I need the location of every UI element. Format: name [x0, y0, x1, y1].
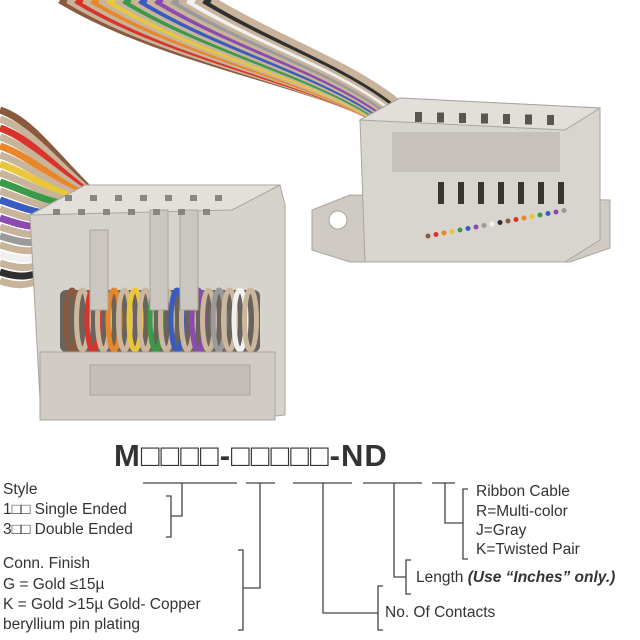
- contact-slot: [547, 115, 554, 125]
- contact-hole: [90, 195, 97, 201]
- pin: [441, 230, 447, 236]
- style-option: 1□□ Single Ended: [3, 501, 127, 518]
- pin: [465, 226, 471, 231]
- left-connector: [29, 184, 286, 421]
- contacts-callout: [322, 483, 383, 631]
- finish-callout: [238, 483, 261, 631]
- contact-slot: [437, 112, 444, 123]
- pin: [545, 211, 551, 216]
- pin: [561, 208, 567, 213]
- right-connector: [311, 97, 611, 263]
- pin: [425, 233, 431, 239]
- cable-heading: Ribbon Cable: [476, 483, 570, 500]
- contact-hole: [103, 209, 110, 215]
- contact-slot: [518, 182, 524, 204]
- contact-hole: [203, 209, 210, 215]
- length-callout: [393, 483, 411, 595]
- pin: [537, 212, 543, 218]
- pin: [457, 227, 463, 233]
- pin: [553, 209, 559, 215]
- contact-hole: [215, 195, 222, 201]
- pin: [489, 221, 495, 227]
- contact-slot: [558, 182, 564, 204]
- contacts-label: No. Of Contacts: [385, 604, 496, 621]
- contact-hole: [128, 209, 135, 215]
- contact-slot: [481, 113, 488, 124]
- style-option: 3□□ Double Ended: [3, 521, 133, 538]
- part-number-template: M□□□□-□□□□□-ND: [114, 438, 388, 473]
- finish-option: K = Gold >15µ Gold- Copper: [3, 596, 201, 613]
- pin: [521, 215, 527, 221]
- contact-slot: [538, 182, 544, 204]
- cable-option: J=Gray: [476, 522, 527, 539]
- cable-option: R=Multi-color: [476, 503, 568, 520]
- contact-slot: [478, 182, 484, 204]
- finish-heading: Conn. Finish: [3, 555, 91, 572]
- style-heading: Style: [3, 481, 38, 498]
- contact-hole: [140, 195, 147, 201]
- pin: [497, 220, 503, 225]
- pin: [529, 214, 535, 219]
- pin: [433, 232, 439, 237]
- contact-slot: [459, 113, 466, 123]
- pin: [481, 223, 487, 228]
- pin: [473, 224, 479, 230]
- contact-hole: [53, 209, 60, 215]
- cable-callout: [444, 483, 468, 560]
- contact-slot: [438, 182, 444, 204]
- contact-hole: [65, 195, 72, 201]
- length-note: (Use “Inches” only.): [467, 569, 616, 586]
- contact-hole: [153, 209, 160, 215]
- contact-hole: [165, 195, 172, 201]
- contact-slot: [415, 112, 422, 122]
- finish-option: G = Gold ≤15µ: [3, 576, 105, 593]
- contact-slot: [503, 114, 510, 124]
- contact-slot: [525, 114, 532, 125]
- pin: [505, 218, 511, 224]
- contact-slot: [458, 182, 464, 204]
- cable-option: K=Twisted Pair: [476, 541, 580, 558]
- finish-option: beryllium pin plating: [3, 616, 140, 633]
- style-callout: [166, 483, 183, 538]
- contact-hole: [190, 195, 197, 201]
- pin: [513, 217, 519, 222]
- contact-hole: [178, 209, 185, 215]
- wire-end: [242, 287, 259, 353]
- contact-slot: [498, 182, 504, 204]
- ribbon-cable-assembly-photo: [0, 0, 611, 421]
- contact-hole: [78, 209, 85, 215]
- pin: [449, 229, 455, 234]
- contact-hole: [115, 195, 122, 201]
- length-label: Length (Use “Inches” only.): [416, 569, 615, 587]
- length-text: Length: [416, 569, 464, 586]
